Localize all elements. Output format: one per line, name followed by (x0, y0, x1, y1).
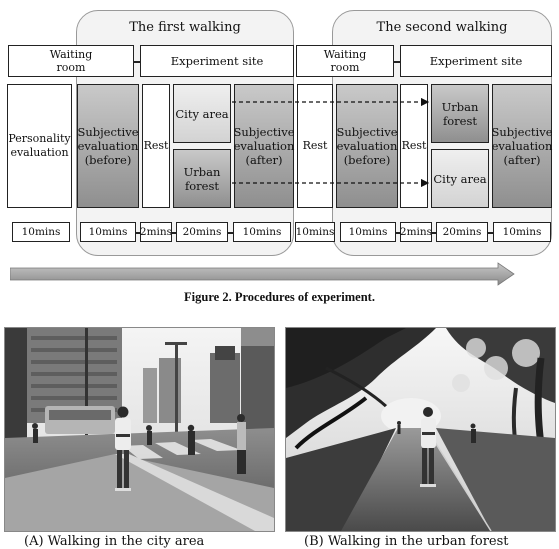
duration-box: 10mins (233, 222, 291, 242)
duration-box: 10mins (80, 222, 136, 242)
duration-box: 20mins (176, 222, 228, 242)
duration-box: 2mins (400, 222, 432, 242)
city-area-caption: (A) Walking in the city area (24, 534, 204, 549)
urban-forest-caption: (B) Walking in the urban forest (304, 534, 509, 549)
urban-forest-photo (285, 327, 556, 532)
duration-box: 10mins (493, 222, 551, 242)
duration-box: 20mins (436, 222, 488, 242)
route-arrows (0, 0, 559, 260)
duration-box: 10mins (12, 222, 70, 242)
city-area-photo (4, 327, 275, 532)
timeline-arrow (10, 262, 515, 286)
duration-box: 10mins (295, 222, 335, 242)
duration-box: 2mins (140, 222, 172, 242)
duration-box: 10mins (340, 222, 396, 242)
figure-caption: Figure 2. Procedures of experiment. (0, 290, 559, 305)
